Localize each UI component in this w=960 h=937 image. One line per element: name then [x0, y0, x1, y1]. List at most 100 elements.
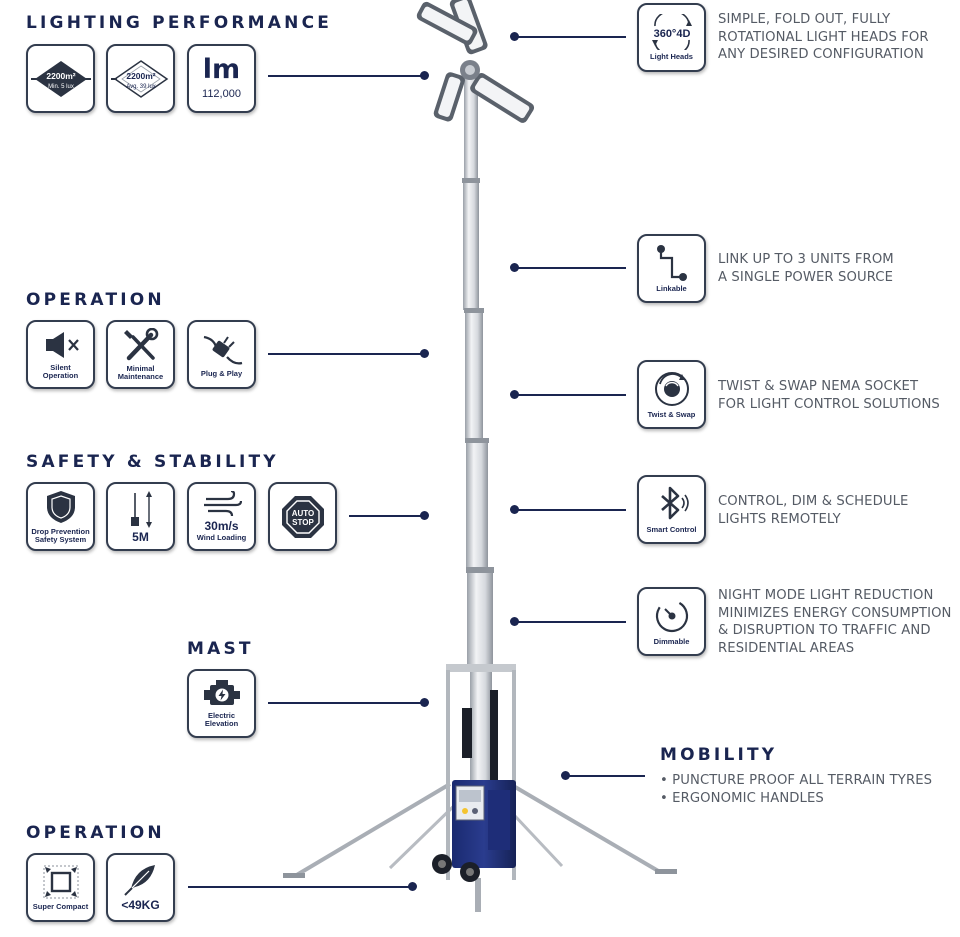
feature-smart-control-line-1: CONTROL, DIM & SCHEDULE [718, 494, 909, 509]
leader-smart-control-dot [510, 505, 519, 514]
badge-light-heads: 360°4D Light Heads [637, 3, 706, 72]
leader-mobility [567, 775, 645, 777]
electric-motor-icon [203, 680, 240, 705]
tile-min-lux-area: 2200m² [46, 71, 75, 81]
leader-linkable [516, 267, 626, 269]
tile-silent-operation-label-1: Silent [50, 363, 71, 372]
feature-light-heads-line-3: ANY DESIRED CONFIGURATION [718, 47, 924, 62]
tile-wind-label: Wind Loading [196, 533, 247, 542]
tile-minimal-maintenance-label-1: Minimal [126, 364, 155, 373]
speaker-muted-icon [45, 332, 79, 358]
leader-operation-bottom-dot [408, 882, 417, 891]
heading-mast: MAST [187, 639, 254, 659]
tile-weight: <49KG [106, 853, 175, 922]
badge-smart-control: Smart Control [637, 475, 706, 544]
leader-linkable-dot [510, 263, 519, 272]
feature-twist-swap-text: TWIST & SWAP NEMA SOCKET FOR LIGHT CONTR… [718, 378, 940, 413]
rotate-360-icon: 360°4D [651, 14, 692, 50]
tile-super-compact: Super Compact [26, 853, 95, 922]
badge-light-heads-text: 360°4D [653, 28, 690, 40]
leader-operation-bottom [188, 886, 414, 888]
feature-light-heads-line-2: ROTATIONAL LIGHT HEADS FOR [718, 29, 929, 45]
feature-dimmable-line-4: RESIDENTIAL AREAS [718, 640, 855, 656]
feature-linkable-line-1: LINK UP TO 3 UNITS FROM [718, 252, 894, 267]
leader-mobility-dot [561, 771, 570, 780]
heading-safety-stability: SAFETY & STABILITY [26, 452, 279, 472]
feature-linkable-text: LINK UP TO 3 UNITS FROM A SINGLE POWER S… [718, 251, 894, 286]
leader-safety-dot [420, 511, 429, 520]
tile-minimal-maintenance: Minimal Maintenance [106, 320, 175, 389]
area-coverage-icon: 2200m² Min. 5 lux [30, 60, 91, 97]
badge-smart-control-caption: Smart Control [646, 525, 697, 534]
tile-electric-elevation: Electric Elevation [187, 669, 256, 738]
feature-twist-swap-line-2: FOR LIGHT CONTROL SOLUTIONS [718, 396, 940, 412]
light-heads [416, 0, 535, 123]
tile-plug-play: Plug & Play [187, 320, 256, 389]
leader-operation-dot [420, 349, 429, 358]
light-tower-illustration [283, 0, 677, 912]
feature-dimmable-line-2: MINIMIZES ENERGY CONSUMPTION [718, 605, 952, 621]
feature-dimmable-line-1: NIGHT MODE LIGHT REDUCTION [718, 588, 934, 603]
tile-minimal-maintenance-label-2: Maintenance [117, 372, 164, 381]
feather-icon [123, 865, 155, 896]
badge-twist-swap: Twist & Swap [637, 360, 706, 429]
leader-operation [268, 353, 425, 355]
tile-drop-prevention-label-2: Safety System [34, 535, 87, 544]
tile-wind-loading: 30m/s Wind Loading [187, 482, 256, 551]
tile-electric-elevation-label-1: Electric [207, 711, 236, 720]
tile-silent-operation: Silent Operation [26, 320, 95, 389]
tile-super-compact-label: Super Compact [32, 902, 89, 911]
feature-smart-control-line-2: LIGHTS REMOTELY [718, 511, 841, 527]
feature-smart-control-text: CONTROL, DIM & SCHEDULE LIGHTS REMOTELY [718, 493, 909, 528]
leader-smart-control [516, 509, 626, 511]
leader-dimmable-dot [510, 617, 519, 626]
tile-silent-operation-label-2: Operation [42, 371, 79, 380]
feature-dimmable-text: NIGHT MODE LIGHT REDUCTION MINIMIZES ENE… [718, 587, 952, 657]
auto-stop-text-1: AUTO [291, 509, 314, 518]
wind-icon [203, 491, 242, 517]
leader-mast-dot [420, 698, 429, 707]
tile-auto-stop: AUTO STOP [268, 482, 337, 551]
bluetooth-icon [660, 486, 689, 520]
heading-operation: OPERATION [26, 290, 165, 310]
badge-light-heads-caption: Light Heads [650, 52, 693, 61]
feature-dimmable-line-3: & DISRUPTION TO TRAFFIC AND [718, 623, 931, 638]
wrench-screwdriver-icon [123, 328, 158, 361]
heading-lighting-performance: LIGHTING PERFORMANCE [26, 13, 333, 33]
tile-avg-lux-value: Avg. 39 lux [126, 84, 156, 90]
leader-twist-swap-dot [510, 390, 519, 399]
tile-plug-play-label: Plug & Play [200, 369, 243, 378]
feature-twist-swap-line-1: TWIST & SWAP NEMA SOCKET [718, 379, 919, 394]
tile-lumens-value: 112,000 [202, 88, 241, 100]
tile-avg-lux-area: 2200m² [126, 71, 155, 81]
lumens-icon: lm [202, 54, 241, 85]
leader-mast [268, 702, 425, 704]
badge-twist-swap-caption: Twist & Swap [647, 410, 696, 419]
dimmer-icon [655, 599, 688, 633]
tile-height: 5M [106, 482, 175, 551]
leader-safety [349, 515, 425, 517]
badge-linkable: Linkable [637, 234, 706, 303]
leader-light-heads [516, 36, 626, 38]
compact-box-icon [43, 865, 78, 899]
link-icon [656, 245, 687, 281]
tile-min-lux-value: Min. 5 lux [48, 84, 74, 90]
leader-light-heads-dot [510, 32, 519, 41]
feature-light-heads-text: SIMPLE, FOLD OUT, FULLY ROTATIONAL LIGHT… [718, 11, 929, 64]
mobility-item-handles: • ERGONOMIC HANDLES [660, 790, 824, 806]
height-arrow-icon [130, 491, 152, 528]
heading-operation-bottom: OPERATION [26, 823, 165, 843]
badge-dimmable-caption: Dimmable [653, 637, 690, 646]
tile-drop-prevention: Drop Prevention Safety System [26, 482, 95, 551]
tile-height-value: 5M [132, 530, 149, 544]
tile-min-lux: 2200m² Min. 5 lux [26, 44, 95, 113]
auto-stop-icon: AUTO STOP [281, 495, 324, 538]
plug-icon [203, 335, 242, 365]
control-box [452, 780, 516, 868]
area-coverage-icon: 2200m² Avg. 39 lux [110, 59, 168, 98]
badge-dimmable: Dimmable [637, 587, 706, 656]
tile-drop-prevention-label-1: Drop Prevention [31, 527, 90, 536]
badge-linkable-caption: Linkable [656, 284, 687, 293]
mobility-list: • PUNCTURE PROOF ALL TERRAIN TYRES • ERG… [660, 772, 932, 807]
tile-electric-elevation-label-2: Elevation [204, 719, 239, 728]
